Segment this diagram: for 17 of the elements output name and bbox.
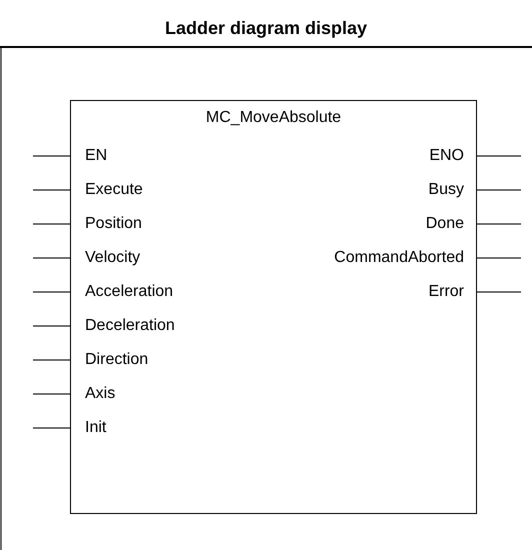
pin-name: Axis — [85, 385, 116, 403]
pin-name: Busy — [428, 181, 464, 199]
pin-name: Error — [428, 283, 464, 301]
pin-name: Init — [85, 419, 106, 437]
pin-name: Direction — [85, 351, 148, 369]
block-name: MC_MoveAbsolute — [204, 109, 342, 127]
pin-name: Velocity — [85, 249, 140, 267]
pin-name: EN — [85, 147, 108, 165]
pin-name: Execute — [85, 181, 143, 199]
function-block — [70, 100, 477, 514]
pin-name: Acceleration — [85, 283, 174, 301]
pin-name: ENO — [429, 147, 464, 165]
diagram-title: Ladder diagram display — [164, 18, 368, 39]
pin-name: Position — [85, 215, 142, 233]
pin-name: Deceleration — [85, 317, 175, 335]
pin-name: CommandAborted — [334, 249, 464, 267]
pin-name: Done — [426, 215, 464, 233]
